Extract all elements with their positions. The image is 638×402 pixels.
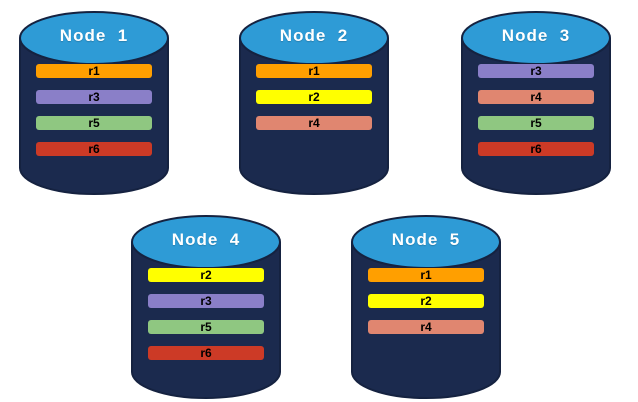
replica-bar-r5[interactable]: r5	[478, 116, 594, 130]
replica-bar-r6[interactable]: r6	[148, 346, 264, 360]
node-title-node-1: Node 1	[59, 26, 129, 45]
replica-bar-r2[interactable]: r2	[148, 268, 264, 282]
node-title-node-5: Node 5	[391, 230, 461, 249]
node-title-node-2: Node 2	[279, 26, 349, 45]
replica-bar-r2[interactable]: r2	[368, 294, 484, 308]
replica-bar-r1[interactable]: r1	[256, 64, 372, 78]
replica-bar-r4[interactable]: r4	[478, 90, 594, 104]
node-title-node-3: Node 3	[501, 26, 571, 45]
replica-bar-r3[interactable]: r3	[36, 90, 152, 104]
replica-bar-r3[interactable]: r3	[148, 294, 264, 308]
replica-bar-r5[interactable]: r5	[148, 320, 264, 334]
database-cylinder-node-3[interactable]: Node 3 r3 r4 r5 r6	[456, 8, 616, 195]
replica-bar-r5[interactable]: r5	[36, 116, 152, 130]
replica-bar-r6[interactable]: r6	[36, 142, 152, 156]
replica-bar-r3[interactable]: r3	[478, 64, 594, 78]
node-title-node-4: Node 4	[171, 230, 241, 249]
database-cylinder-node-5[interactable]: Node 5 r1 r2 r4	[346, 212, 506, 399]
replica-bar-r1[interactable]: r1	[368, 268, 484, 282]
database-cylinder-node-2[interactable]: Node 2 r1 r2 r4	[234, 8, 394, 195]
replica-bar-r4[interactable]: r4	[368, 320, 484, 334]
replica-bar-r2[interactable]: r2	[256, 90, 372, 104]
database-cylinder-node-4[interactable]: Node 4 r2 r3 r5 r6	[126, 212, 286, 399]
replica-bar-r6[interactable]: r6	[478, 142, 594, 156]
replica-list-node-2: r1 r2 r4	[256, 64, 372, 142]
replica-list-node-5: r1 r2 r4	[368, 268, 484, 346]
replica-bar-r1[interactable]: r1	[36, 64, 152, 78]
replica-list-node-1: r1 r3 r5 r6	[36, 64, 152, 168]
database-cylinder-node-1[interactable]: Node 1 r1 r3 r5 r6	[14, 8, 174, 195]
replica-list-node-3: r3 r4 r5 r6	[478, 64, 594, 168]
replica-bar-r4[interactable]: r4	[256, 116, 372, 130]
replica-list-node-4: r2 r3 r5 r6	[148, 268, 264, 372]
